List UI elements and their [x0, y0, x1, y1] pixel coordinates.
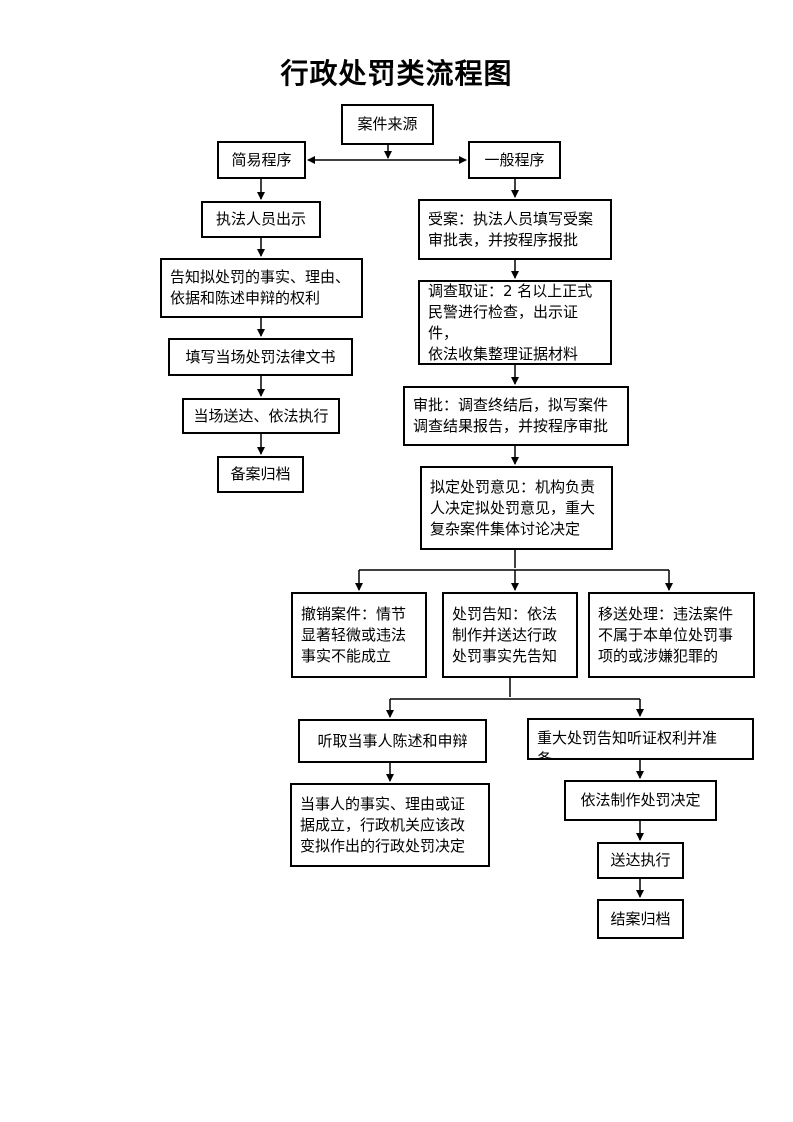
node-s1-label: 执法人员出示: [215, 210, 306, 228]
node-h1: 听取当事人陈述和申辩: [298, 719, 487, 763]
node-general-procedure: 一般程序: [468, 141, 561, 179]
node-d2-label: 送达执行: [610, 851, 671, 869]
node-b1-label: 撤销案件：情节 显著轻微或违法 事实不能成立: [301, 604, 407, 665]
node-case-source: 案件来源: [341, 104, 434, 145]
node-g2: 调查取证：2 名以上正式 民警进行检查，出示证件， 依法收集整理证据材料: [418, 280, 612, 365]
node-d3-label: 结案归档: [610, 909, 671, 928]
node-s1: 执法人员出示: [201, 201, 321, 238]
node-s5-label: 备案归档: [230, 465, 291, 483]
node-h3-label: 当事人的事实、理由或证 据成立，行政机关应该改 变拟作出的行政处罚决定: [300, 794, 466, 855]
node-d2: 送达执行: [597, 842, 684, 879]
node-s2: 告知拟处罚的事实、理由、 依据和陈述申辩的权利: [160, 258, 363, 318]
node-g2-label: 调查取证：2 名以上正式 民警进行检查，出示证件， 依法收集整理证据材料: [428, 281, 593, 363]
node-case-source-label: 案件来源: [357, 115, 418, 133]
node-simple-procedure: 简易程序: [217, 141, 306, 179]
node-s3-label: 填写当场处罚法律文书: [185, 347, 336, 366]
node-s4-label: 当场送达、依法执行: [193, 406, 329, 425]
node-h3: 当事人的事实、理由或证 据成立，行政机关应该改 变拟作出的行政处罚决定: [290, 783, 490, 867]
node-general-procedure-label: 一般程序: [484, 150, 545, 169]
node-s2-label: 告知拟处罚的事实、理由、 依据和陈述申辩的权利: [170, 268, 351, 307]
page-title: 行政处罚类流程图: [280, 57, 513, 90]
node-simple-procedure-label: 简易程序: [231, 150, 292, 169]
node-g4: 拟定处罚意见：机构负责 人决定拟处罚意见，重大 复杂案件集体讨论决定: [420, 466, 613, 550]
node-h2: 重大处罚告知听证权利并准 备: [527, 718, 754, 760]
node-g1-label: 受案：执法人员填写受案 审批表，并按程序报批: [428, 209, 594, 249]
node-s5: 备案归档: [217, 456, 304, 493]
node-h2-label: 重大处罚告知听证权利并准 备: [537, 729, 718, 760]
node-b2-label: 处罚告知：依法 制作并送达行政 处罚事实先告知: [452, 604, 558, 665]
node-g1: 受案：执法人员填写受案 审批表，并按程序报批: [418, 199, 612, 260]
node-g4-label: 拟定处罚意见：机构负责 人决定拟处罚意见，重大 复杂案件集体讨论决定: [430, 477, 596, 538]
node-g3-label: 审批：调查终结后，拟写案件 调查结果报告，并按程序审批: [413, 396, 609, 435]
node-d3: 结案归档: [597, 899, 684, 939]
node-b3: 移送处理：违法案件 不属于本单位处罚事 项的或涉嫌犯罪的: [588, 592, 755, 678]
node-b3-label: 移送处理：违法案件 不属于本单位处罚事 项的或涉嫌犯罪的: [598, 604, 734, 665]
node-h1-label: 听取当事人陈述和申辩: [317, 731, 468, 750]
node-b2: 处罚告知：依法 制作并送达行政 处罚事实先告知: [442, 592, 578, 678]
node-d1-label: 依法制作处罚决定: [580, 791, 701, 809]
node-g3: 审批：调查终结后，拟写案件 调查结果报告，并按程序审批: [403, 386, 629, 446]
node-s3: 填写当场处罚法律文书: [168, 338, 353, 376]
node-s4: 当场送达、依法执行: [182, 398, 340, 434]
node-d1: 依法制作处罚决定: [564, 780, 717, 821]
node-b1: 撤销案件：情节 显著轻微或违法 事实不能成立: [291, 592, 427, 678]
